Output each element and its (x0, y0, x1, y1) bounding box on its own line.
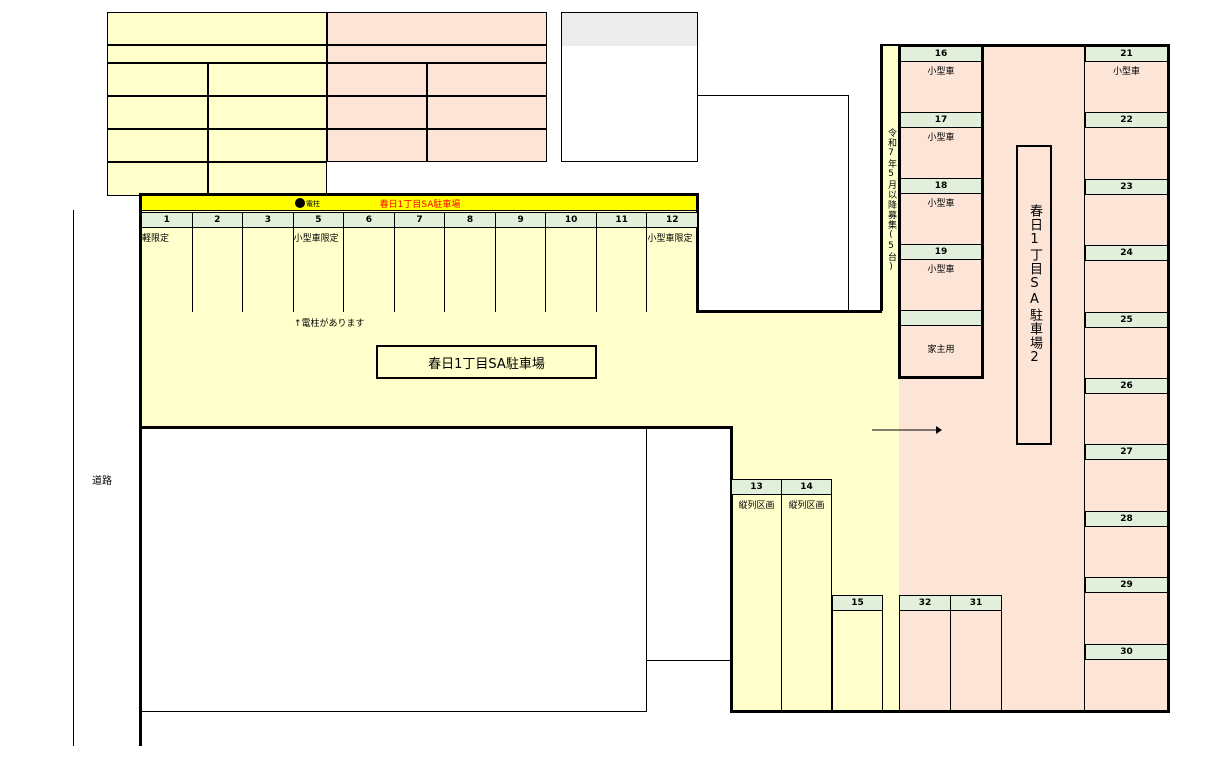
stall-number: 3 (242, 212, 294, 228)
stall-number: 5 (292, 212, 345, 228)
lot2-title: 春日1丁目SA駐車場2 (1027, 204, 1042, 366)
stall-number: 29 (1085, 577, 1168, 594)
stall-space (595, 228, 648, 312)
lot1-lower-area (730, 426, 899, 711)
stall-number: 30 (1085, 643, 1168, 660)
middle-column-outline (898, 44, 984, 379)
stall-number: 9 (494, 212, 547, 228)
stall-space (242, 228, 294, 312)
road-label: 道路 (92, 476, 112, 487)
stall-number: 25 (1085, 311, 1168, 328)
lot2-outline-left (880, 44, 883, 312)
lot-outline-bottom (730, 710, 1170, 713)
stall-number: 26 (1085, 378, 1168, 394)
stall-number: 23 (1085, 178, 1168, 195)
stall-number: 22 (1085, 112, 1168, 129)
stall-number: 31 (950, 595, 1002, 611)
stall-number: 11 (595, 212, 648, 228)
stall-note: 縦列区画 (788, 501, 825, 511)
stall-note: 小型車限定 (647, 234, 693, 244)
lot2-outline-right (1167, 44, 1170, 713)
stall-number: 7 (393, 212, 446, 228)
stall-number: 12 (646, 212, 698, 228)
header-table (107, 12, 547, 196)
column-divider (1084, 46, 1085, 710)
lot1-center-label-box (376, 345, 597, 379)
lower-building (142, 429, 647, 712)
lot1-outline-lower (141, 426, 733, 429)
stall-space (494, 228, 547, 312)
stall-number: 32 (899, 595, 951, 611)
stall-space (950, 611, 1002, 711)
stall-space (444, 228, 496, 312)
pole-label: 電柱 (306, 200, 320, 208)
stall-number: 21 (1085, 46, 1168, 62)
stall-note: 家主用 (927, 345, 955, 355)
stall-number: 6 (343, 212, 395, 228)
stall-space (545, 228, 597, 312)
stall-space (731, 495, 782, 711)
recruit-note: 令和7年5月以降募集(5台) (886, 128, 896, 273)
stall-number: 24 (1085, 245, 1168, 262)
stall-space (191, 228, 244, 312)
stall-number: 28 (1085, 510, 1168, 527)
stall-space (899, 611, 951, 711)
stall-space (646, 228, 698, 312)
stall-number: 1 (141, 212, 193, 228)
stall-space (343, 228, 395, 312)
stall-space (832, 611, 883, 711)
lot1-outline-mid (696, 310, 882, 313)
lower-building-line (647, 660, 731, 661)
stall-note: 小型車 (1112, 67, 1140, 77)
info-box (561, 12, 698, 162)
stall-number: 8 (444, 212, 496, 228)
stall-space (393, 228, 446, 312)
stall-space (781, 495, 832, 711)
stall-note: 小型車 (927, 67, 955, 77)
lot2-outline-top (880, 44, 1170, 47)
lot1-outline-top (139, 193, 699, 196)
lot2-title-box (1016, 145, 1052, 445)
lot1-center-label: 春日1丁目SA駐車場 (428, 357, 545, 372)
direction-arrow (872, 426, 942, 434)
stall-note: 小型車 (927, 133, 955, 143)
stall-note: 小型車限定 (293, 234, 339, 244)
pole-icon (295, 198, 305, 208)
stall-number: 27 (1085, 444, 1168, 461)
stall-note: 小型車 (927, 199, 955, 209)
building-outline (697, 95, 849, 312)
stall-number: 13 (731, 479, 782, 495)
road-line (73, 210, 74, 746)
stall-number: 14 (781, 479, 832, 495)
stall-note: 縦列区画 (738, 501, 775, 511)
stall-note: 小型車 (927, 265, 955, 275)
stall-number: 15 (832, 595, 883, 611)
lot1-banner-title: 春日1丁目SA駐車場 (379, 200, 461, 210)
pole-note: ↑電柱があります (294, 319, 365, 329)
stall-number: 10 (545, 212, 597, 228)
lot1-banner (142, 196, 696, 211)
stall-number: 2 (191, 212, 244, 228)
lot1-outline-left (139, 193, 142, 746)
stall-note: 軽限定 (142, 234, 170, 244)
